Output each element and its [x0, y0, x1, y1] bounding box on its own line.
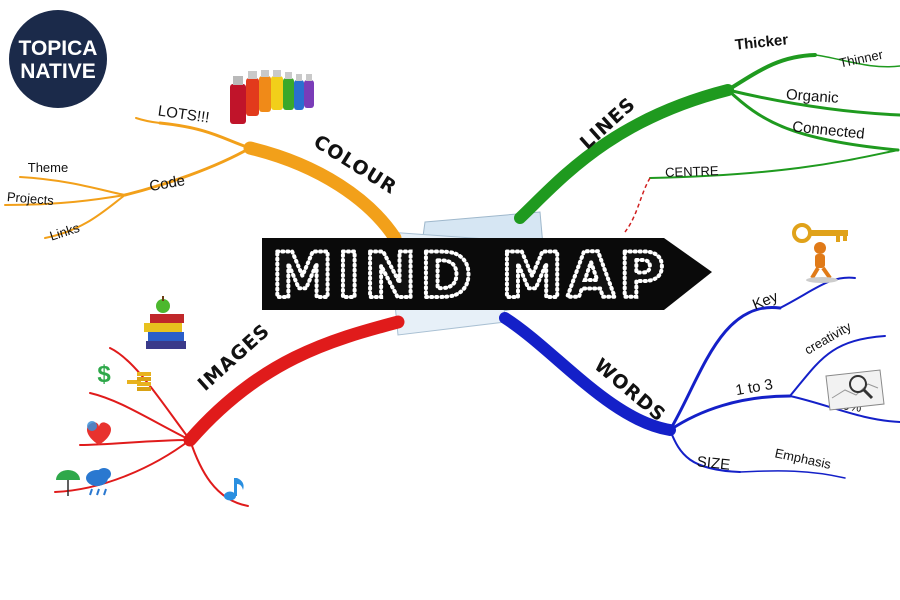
colour-theme-label: Theme [28, 160, 68, 175]
lines-branch [514, 53, 900, 224]
lines-thicker-label: Thicker [734, 31, 789, 54]
umbrella-cloud-icon [56, 468, 111, 496]
center-banner-shape [262, 238, 712, 310]
words-key-line [668, 306, 782, 432]
words-key-label: Key [750, 288, 781, 314]
lines-centre-dashed-connector [624, 177, 651, 233]
center-banner: MIND MAP [262, 237, 712, 314]
images-weather-line [54, 439, 191, 493]
colour-branch [4, 117, 402, 245]
words-one-to-three-label: 1 to 3 [734, 376, 774, 399]
colour-links-label: Links [48, 220, 82, 244]
images-money-line [89, 392, 191, 441]
lines-organic-label: Organic [786, 86, 840, 107]
music-note-icon [224, 478, 244, 501]
logo-line-2: NATIVE [20, 60, 95, 83]
center-title: MIND MAP [272, 239, 669, 312]
words-main-branch [499, 312, 676, 436]
words-emphasis-label: Emphasis [773, 445, 832, 472]
magnifier-chart-icon [825, 369, 885, 411]
words-key-figure-line [779, 276, 856, 309]
key-figure-icon [792, 223, 848, 283]
lines-main-branch [514, 84, 734, 224]
topica-native-logo: TOPICA NATIVE [9, 10, 107, 108]
colour-main-branch [243, 141, 402, 245]
colour-projects-label: Projects [6, 189, 55, 208]
lines-thinner-line [814, 54, 900, 68]
words-size-line [669, 429, 741, 473]
lines-centre-label: CENTRE [665, 163, 719, 180]
colour-links-line [44, 194, 126, 239]
colour-code-line [123, 146, 252, 197]
lines-thicker-line [726, 53, 817, 92]
svg-text:$: $ [97, 361, 111, 388]
colour-theme-line [19, 176, 126, 196]
colour-projects-line [4, 194, 126, 206]
lines-connected-line [726, 88, 900, 152]
words-branch [499, 276, 900, 479]
images-main-branch [183, 315, 405, 447]
colour-code-label: Code [148, 172, 186, 195]
images-branch [54, 315, 405, 507]
logo-circle [9, 10, 107, 108]
words-creativity-label: creativity [802, 319, 854, 358]
words-one-to-three-line [668, 394, 792, 432]
words-size-label: SIZE [696, 453, 731, 473]
images-heart-line [79, 439, 191, 446]
lines-organic-line [726, 88, 900, 117]
words-percent-line [789, 395, 900, 423]
words-emphasis-line [739, 470, 846, 479]
logo-line-1: TOPICA [19, 37, 98, 60]
words-creativity-line [789, 335, 886, 397]
images-music-line [189, 439, 249, 507]
dollar-coins-icon: $ [97, 361, 151, 391]
spray-paint-cans-icon [230, 70, 314, 124]
books-apple-icon [144, 296, 186, 349]
heart-icon [86, 421, 112, 445]
colour-lots-line [158, 121, 252, 150]
lines-centre-line [649, 149, 899, 179]
images-books-line [109, 347, 191, 441]
